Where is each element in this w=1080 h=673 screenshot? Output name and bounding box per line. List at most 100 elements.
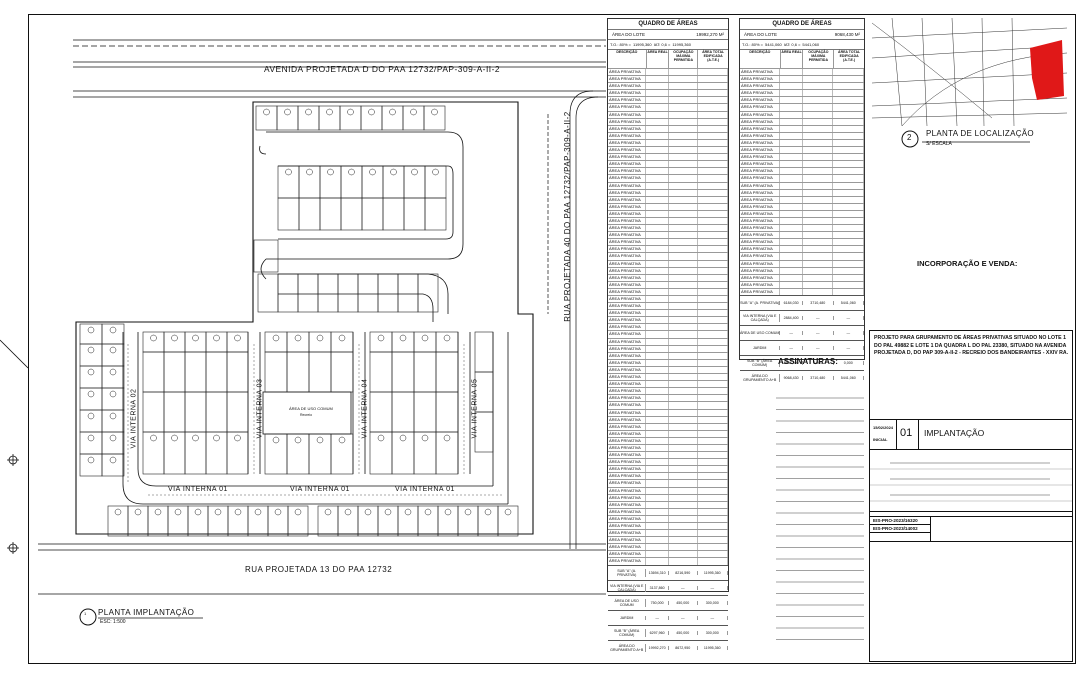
table-cell [646, 288, 669, 295]
table-row: ÁREA PRIVATIVA [740, 110, 864, 118]
table-footer-cell: 6297,960 [646, 630, 669, 635]
table-cell: ÁREA PRIVATIVA [608, 274, 647, 281]
table-cell [669, 303, 698, 310]
lot-number-marker [421, 434, 429, 442]
table-cell [698, 288, 728, 295]
table-cell [698, 161, 728, 168]
table-cell [646, 139, 669, 147]
table-cell [780, 76, 803, 83]
table-cell [669, 523, 698, 530]
via-interna-01-label: VIA INTERNA 01 [290, 486, 350, 493]
location-title-block [901, 130, 1030, 148]
lot-parcel [79, 431, 103, 455]
table-cell [669, 281, 698, 288]
table-cell [780, 147, 803, 154]
table-cell [780, 217, 803, 225]
table-cell [646, 416, 669, 423]
lot-number-marker [285, 168, 292, 176]
table1-iat-value: 11995,360 [672, 42, 691, 47]
table-cell [698, 537, 728, 544]
table-row: ÁREA PRIVATIVA [608, 160, 728, 168]
table-cell [646, 310, 669, 317]
lot-number-marker [294, 436, 302, 444]
bottom-road [38, 543, 606, 595]
table-cell [780, 139, 803, 147]
table-cell [698, 76, 728, 83]
lot-number-marker [399, 434, 407, 442]
table-cell: ÁREA PRIVATIVA [608, 104, 647, 111]
table-cell [646, 97, 669, 104]
table-cell [780, 281, 803, 288]
table-row: ÁREA PRIVATIVA [608, 543, 728, 551]
table2-to-label: T.O.: 80% = [742, 42, 764, 47]
table-cell: ÁREA PRIVATIVA [608, 551, 647, 558]
table-cell: ÁREA PRIVATIVA [608, 515, 647, 522]
table-cell [646, 118, 669, 125]
lot-number-marker [444, 508, 452, 516]
table-row: ÁREA PRIVATIVA [740, 245, 864, 253]
table-cell [698, 508, 728, 515]
table-cell [646, 345, 669, 352]
table-cell [698, 203, 728, 210]
lot-number-marker [274, 508, 282, 516]
lot-number-marker [424, 508, 432, 516]
table-cell [698, 317, 728, 324]
table-cell [669, 253, 698, 260]
table-cell [698, 331, 728, 338]
common-area-label: ÁREA DE USO COMUM [289, 406, 333, 411]
table1-header-occupation: OCUPAÇÃO MÁXIMA PERMITIDA [669, 50, 699, 68]
table-cell [646, 395, 669, 402]
lot-number-marker [347, 108, 354, 116]
table-row: ÁREA PRIVATIVA [740, 160, 864, 168]
table-footer-row: VIA INTERNA (VIA E CALÇADA)2884,400—— [740, 310, 865, 325]
table-cell [698, 515, 728, 522]
table-footer-cell: 3710,480 [803, 376, 834, 380]
table-cell [646, 317, 669, 324]
table-cell: ÁREA PRIVATIVA [608, 530, 647, 537]
table-cell [833, 97, 864, 104]
table-cell: ÁREA PRIVATIVA [608, 232, 647, 239]
table-cell [833, 90, 864, 97]
table-cell [698, 147, 728, 154]
table-cell: ÁREA PRIVATIVA [740, 196, 781, 203]
table-cell [646, 508, 669, 515]
table-footer-row: VIA INTERNA (VIA E CALÇADA)3137,860—— [608, 579, 728, 595]
table-cell [698, 452, 728, 459]
table-cell [646, 225, 669, 232]
table-cell [698, 423, 728, 430]
table-footer-cell: 300,000 [698, 600, 728, 605]
table-cell: ÁREA PRIVATIVA [608, 83, 647, 90]
table-row: ÁREA PRIVATIVA [608, 131, 728, 139]
table-cell: ÁREA PRIVATIVA [608, 537, 647, 544]
lot-parcel [167, 505, 189, 537]
lot-number-marker [432, 168, 439, 176]
table-cell: ÁREA PRIVATIVA [608, 409, 647, 416]
table-cell [780, 154, 803, 161]
table-cell [669, 182, 698, 189]
table-cell [698, 352, 728, 359]
via-interna-04-label: VIA INTERNA 04 [361, 378, 369, 439]
table-cell: ÁREA PRIVATIVA [608, 175, 647, 182]
table-cell [669, 83, 698, 90]
table-cell: ÁREA PRIVATIVA [608, 473, 647, 480]
table-row: ÁREA PRIVATIVA [608, 238, 728, 246]
table-cell: ÁREA PRIVATIVA [608, 253, 647, 260]
stamp-sheet-title: IMPLANTAÇÃO [924, 428, 985, 438]
table-cell [833, 260, 864, 267]
lot-parcel [340, 197, 363, 231]
table-cell: ÁREA PRIVATIVA [740, 246, 781, 253]
via-interna-01-label: VIA INTERNA 01 [168, 486, 228, 493]
table-row: ÁREA PRIVATIVA [608, 138, 728, 147]
table-row: ÁREA PRIVATIVA [608, 316, 728, 324]
table-row: ÁREA PRIVATIVA [608, 380, 728, 388]
table-footer-cell: ÁREA DO GRUPAMENTO A+B [608, 643, 647, 652]
table-cell [669, 260, 698, 267]
table-footer-cell: 2884,400 [780, 361, 803, 365]
table-row: ÁREA PRIVATIVA [608, 252, 728, 260]
table-cell [669, 118, 698, 125]
table-cell: ÁREA PRIVATIVA [740, 118, 781, 125]
table-cell [669, 473, 698, 480]
